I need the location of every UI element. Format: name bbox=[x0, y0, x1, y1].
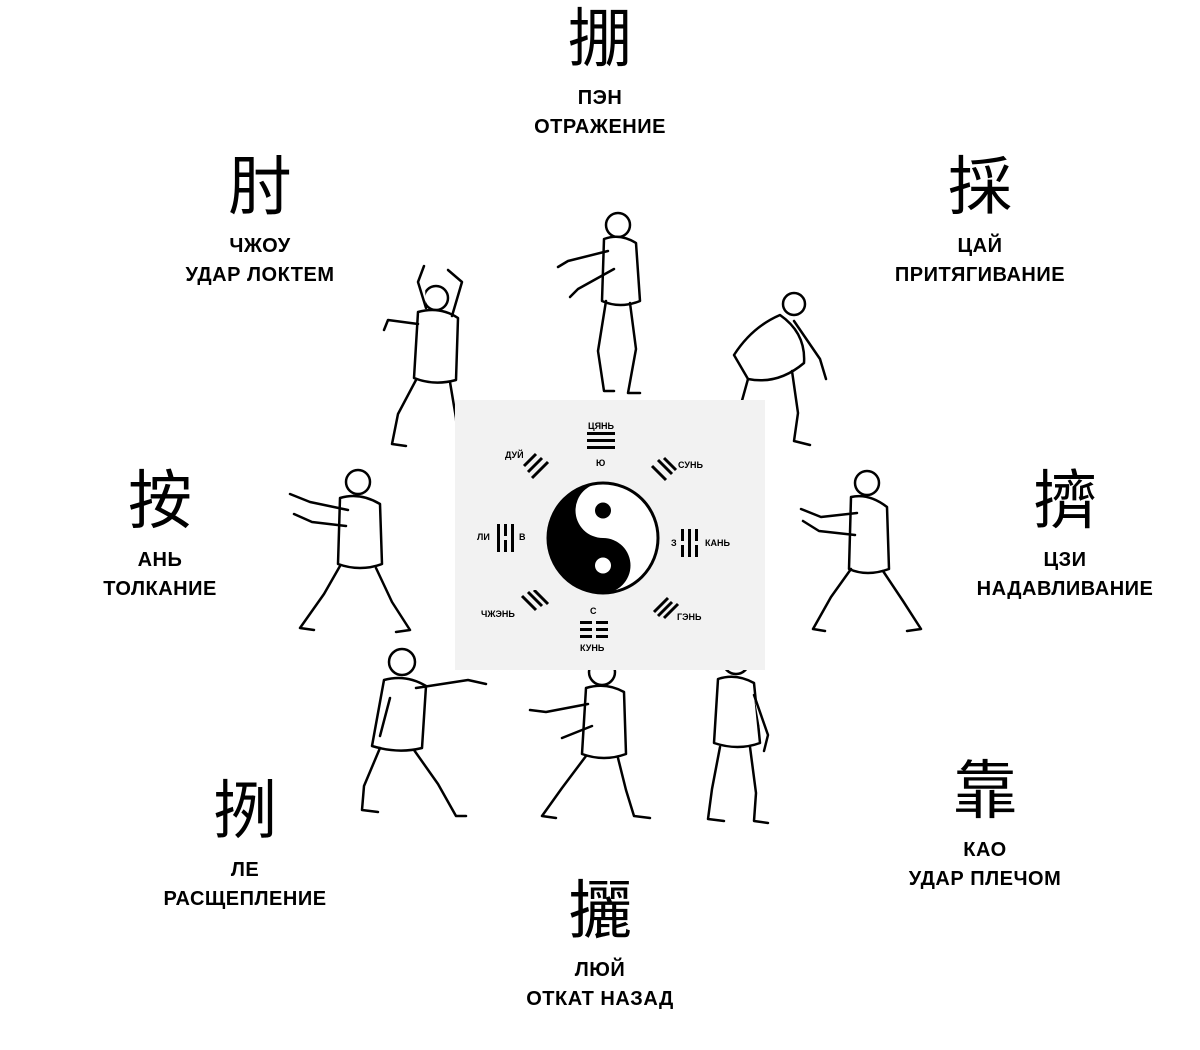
name-an: АНЬ bbox=[137, 549, 183, 571]
trigram-kan-label: КАНЬ bbox=[705, 538, 730, 548]
glyph-an: 按 bbox=[128, 465, 192, 539]
label-lie: 挒 ЛЕ РАСЩЕПЛЕНИЕ bbox=[135, 780, 355, 914]
trigram-zhen-icon bbox=[520, 590, 550, 612]
glyph-kao: 靠 bbox=[953, 755, 1017, 829]
meaning-lu: ОТКАТ НАЗАД bbox=[526, 988, 674, 1010]
meaning-lie: РАСЩЕПЛЕНИЕ bbox=[163, 888, 327, 910]
glyph-zhou: 肘 bbox=[228, 151, 292, 225]
figure-cai bbox=[732, 291, 828, 447]
name-lu: ЛЮЙ bbox=[574, 959, 626, 981]
trigram-kan-dir: З bbox=[671, 538, 677, 548]
label-cai: 採 ЦАЙ ПРИТЯГИВАНИЕ bbox=[850, 156, 1110, 290]
glyph-cai: 採 bbox=[948, 151, 1012, 225]
name-ji: ЦЗИ bbox=[1043, 549, 1087, 571]
label-an: 按 АНЬ ТОЛКАНИЕ bbox=[75, 470, 245, 604]
meaning-peng: ОТРАЖЕНИЕ bbox=[534, 116, 666, 138]
label-peng: 掤 ПЭН ОТРАЖЕНИЕ bbox=[495, 8, 705, 142]
trigram-qian-icon bbox=[587, 432, 615, 449]
name-cai: ЦАЙ bbox=[957, 235, 1003, 257]
glyph-lie: 挒 bbox=[213, 775, 277, 849]
trigram-kun-dir: С bbox=[590, 606, 597, 616]
figure-kao bbox=[706, 646, 770, 825]
trigram-qian-dir: Ю bbox=[596, 458, 606, 468]
glyph-ji: 擠 bbox=[1033, 465, 1097, 539]
trigram-zhen-label: ЧЖЭНЬ bbox=[481, 609, 515, 619]
label-lu: 攦 ЛЮЙ ОТКАТ НАЗАД bbox=[495, 880, 705, 1014]
glyph-peng: 掤 bbox=[568, 3, 632, 77]
name-kao: КАО bbox=[963, 839, 1007, 861]
figure-ji bbox=[799, 469, 923, 633]
figure-peng bbox=[556, 211, 642, 395]
meaning-zhou: УДАР ЛОКТЕМ bbox=[185, 264, 335, 286]
label-zhou: 肘 ЧЖОУ УДАР ЛОКТЕМ bbox=[150, 156, 370, 290]
trigram-gen-label: ГЭНЬ bbox=[677, 612, 702, 622]
meaning-cai: ПРИТЯГИВАНИЕ bbox=[894, 264, 1066, 286]
trigram-kan-icon bbox=[681, 529, 698, 557]
trigram-qian-label: ЦЯНЬ bbox=[588, 421, 615, 431]
meaning-an: ТОЛКАНИЕ bbox=[103, 578, 217, 600]
trigram-xun-label: СУНЬ bbox=[678, 460, 703, 470]
trigram-li-dir: В bbox=[519, 532, 526, 542]
trigram-dui-icon bbox=[522, 452, 550, 480]
figure-lie bbox=[360, 647, 488, 818]
trigram-gen-icon bbox=[652, 596, 680, 620]
trigram-xun-icon bbox=[650, 456, 678, 482]
label-kao: 靠 КАО УДАР ПЛЕЧОМ bbox=[870, 760, 1100, 894]
glyph-lu: 攦 bbox=[568, 875, 632, 949]
name-lie: ЛЕ bbox=[230, 859, 260, 881]
yin-yang-symbol bbox=[546, 481, 660, 595]
trigram-li-label: ЛИ bbox=[477, 532, 490, 542]
trigram-kun-label: КУНЬ bbox=[580, 643, 605, 653]
figure-lu bbox=[528, 657, 652, 820]
trigram-dui-label: ДУЙ bbox=[505, 450, 524, 460]
name-peng: ПЭН bbox=[577, 87, 623, 109]
meaning-kao: УДАР ПЛЕЧОМ bbox=[908, 868, 1062, 890]
meaning-ji: НАДАВЛИВАНИЕ bbox=[976, 578, 1154, 600]
trigram-li-icon bbox=[497, 524, 514, 552]
name-zhou: ЧЖОУ bbox=[229, 235, 291, 257]
trigram-kun-icon bbox=[580, 621, 608, 638]
figure-an bbox=[288, 468, 412, 634]
label-ji: 擠 ЦЗИ НАДАВЛИВАНИЕ bbox=[945, 470, 1185, 604]
